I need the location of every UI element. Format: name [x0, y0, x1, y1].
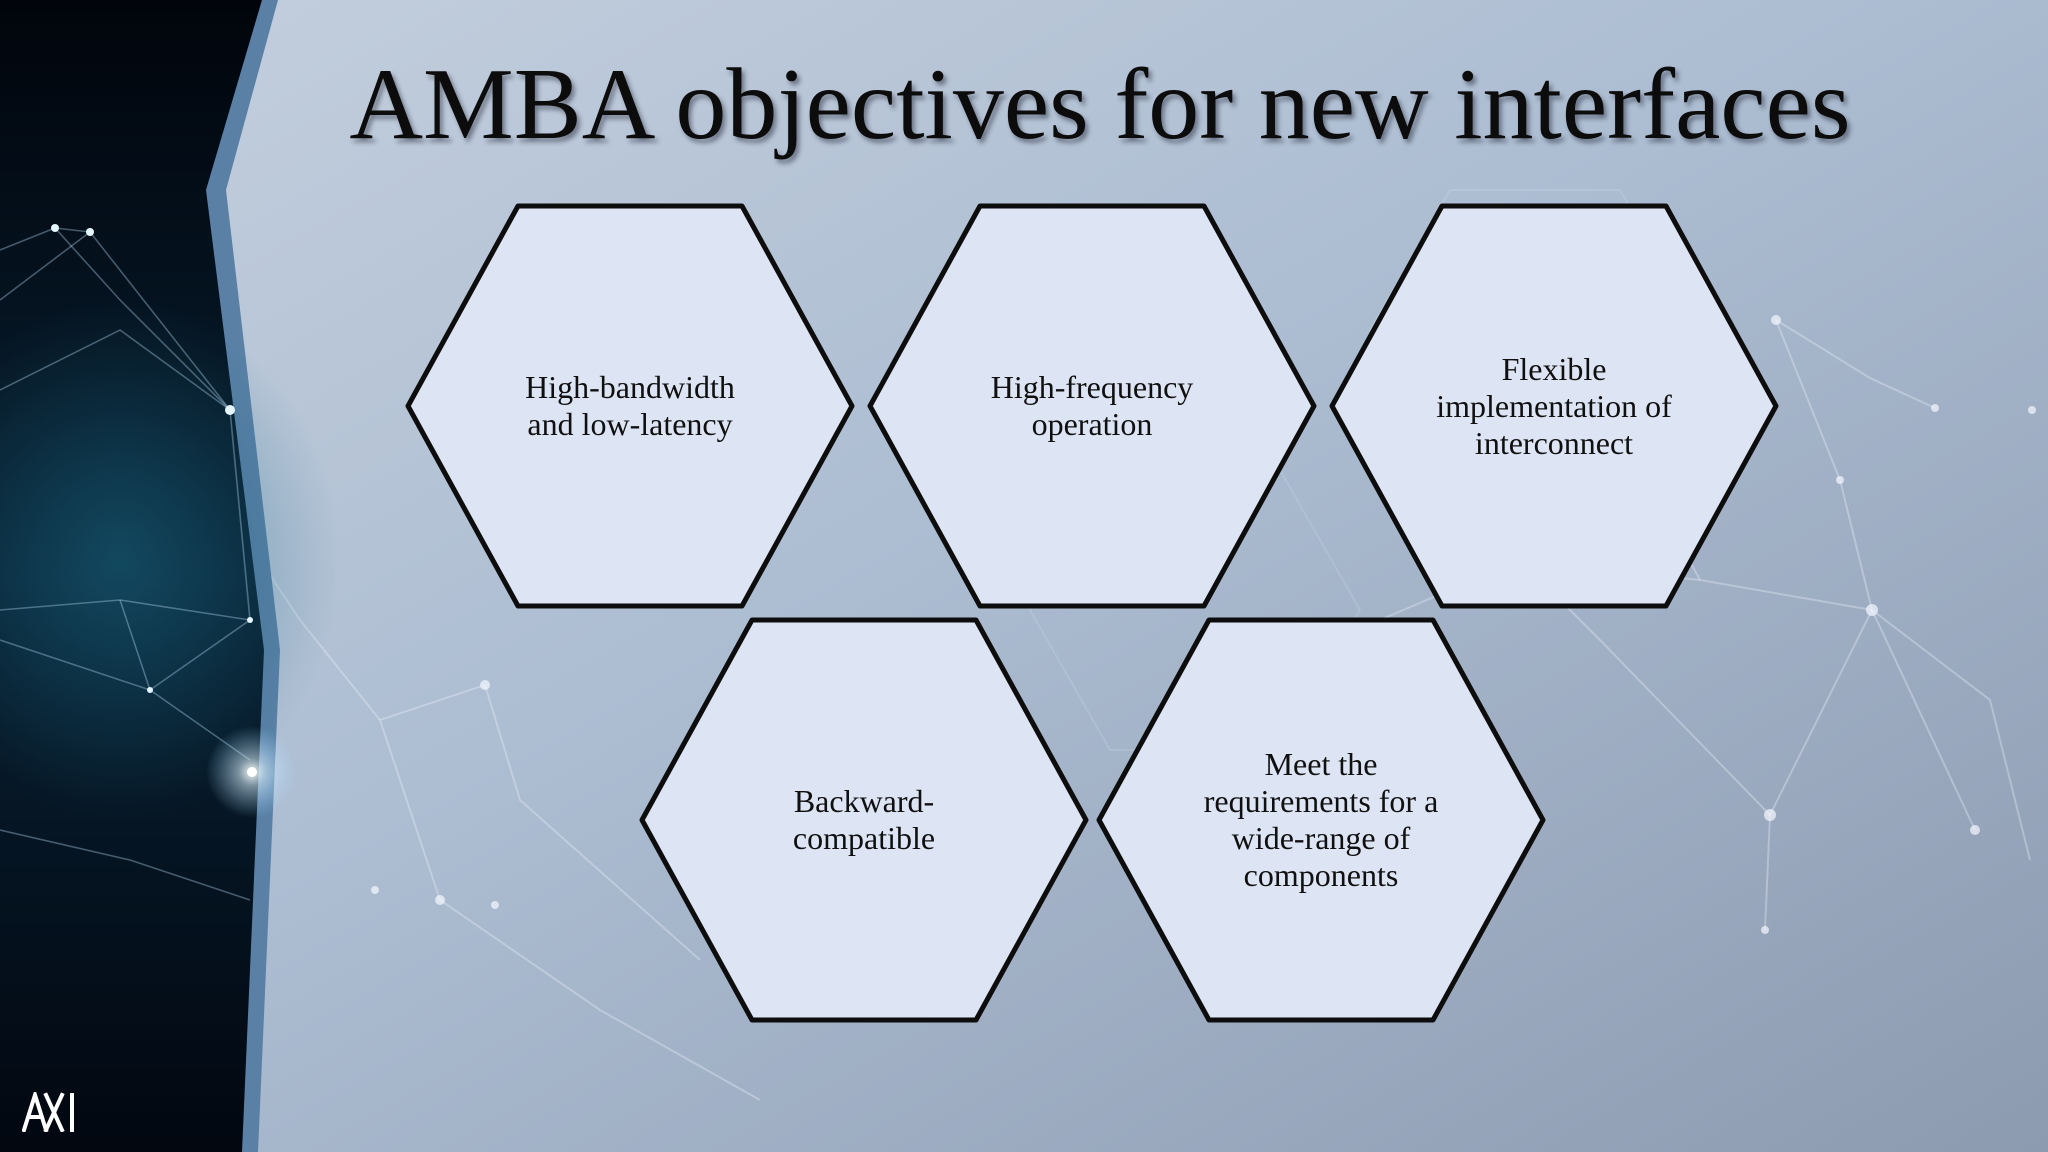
hexagon-shape — [405, 203, 855, 609]
objective-hexagon-frequency: High-frequency operation — [867, 202, 1317, 610]
hexagon-shape — [1329, 203, 1779, 609]
hexagon-shape — [639, 617, 1089, 1023]
hexagon-shape — [1096, 617, 1546, 1023]
objective-label: Meet the requirements for a wide-range o… — [1203, 746, 1439, 893]
objective-label: Backward-compatible — [792, 783, 936, 856]
objective-label: High-frequency operation — [990, 369, 1194, 442]
slide-title: AMBA objectives for new interfaces — [349, 48, 1851, 161]
objective-hexagon-bandwidth: High-bandwidth and low-latency — [405, 202, 855, 610]
objective-hexagon-interconnect: Flexible implementation of interconnect — [1329, 202, 1779, 610]
objective-hexagon-components: Meet the requirements for a wide-range o… — [1096, 616, 1546, 1024]
ax-logo-icon — [21, 1088, 76, 1133]
objective-hexagon-backward-compatible: Backward-compatible — [639, 616, 1089, 1024]
hexagon-shape — [867, 203, 1317, 609]
logo-shape — [21, 1088, 74, 1133]
objective-label: High-bandwidth and low-latency — [525, 369, 735, 442]
objective-label: Flexible implementation of interconnect — [1436, 350, 1672, 461]
